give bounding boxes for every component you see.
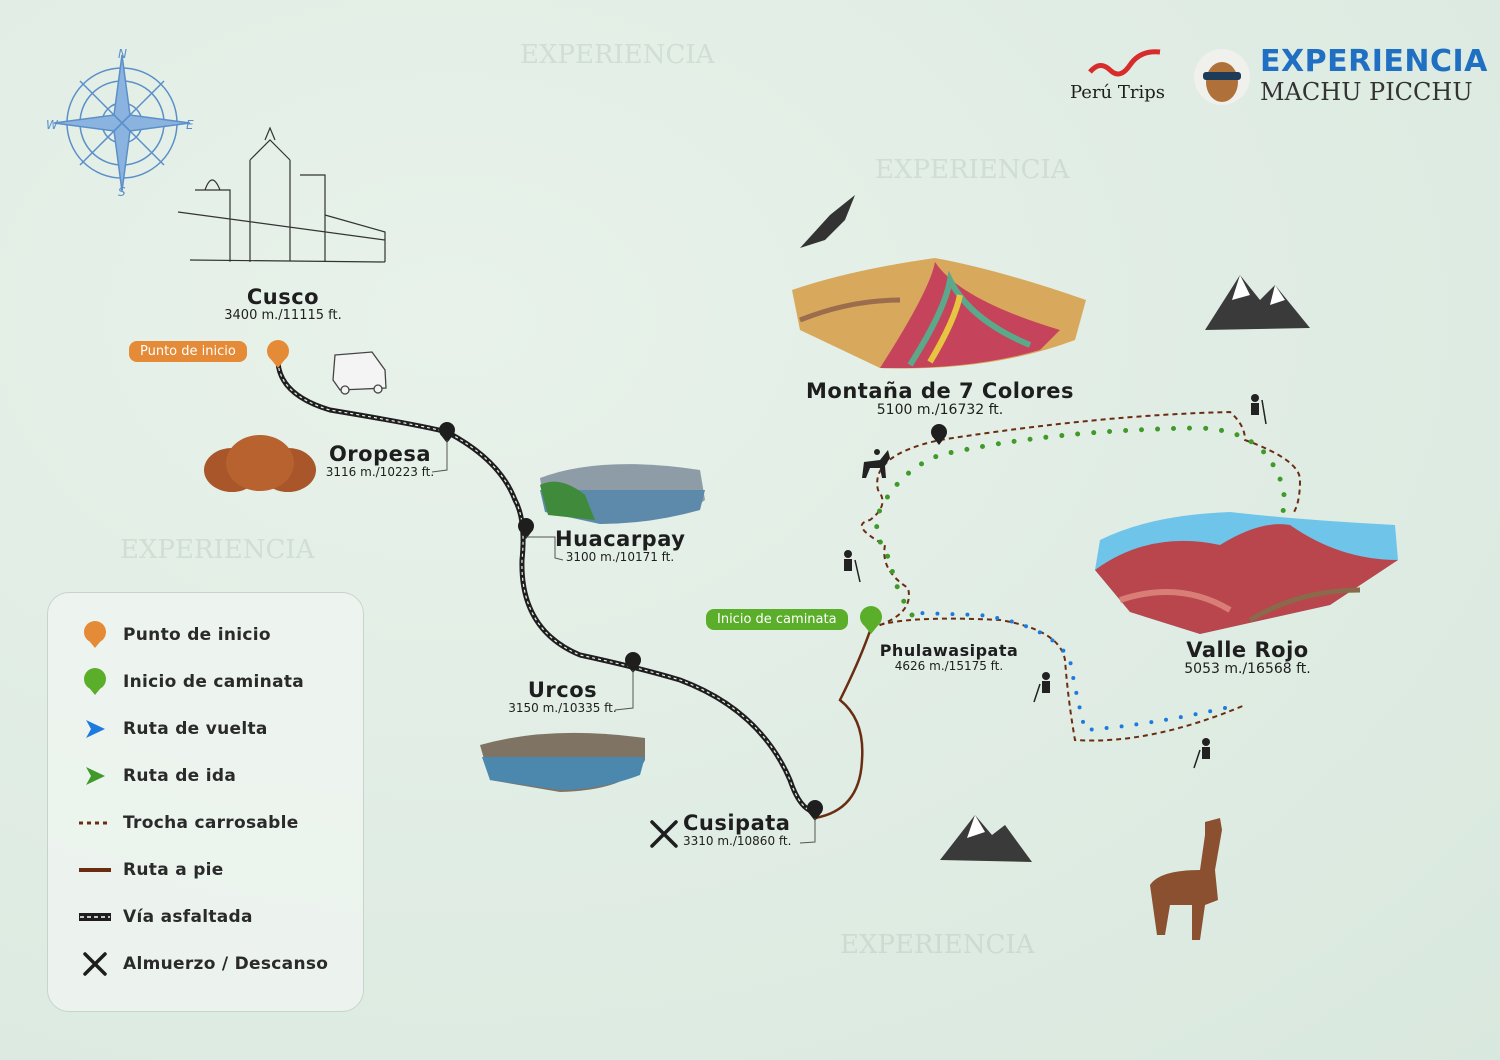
orange-pin-icon	[78, 620, 112, 650]
green-pin-icon	[78, 667, 112, 697]
legend-label: Vía asfaltada	[123, 907, 253, 927]
horse-rider-icon	[862, 449, 890, 478]
legend-item: Ruta de ida	[78, 761, 236, 791]
legend-label: Ruta de vuelta	[123, 719, 268, 739]
start-point-pin	[267, 340, 289, 368]
hiker-icon	[1251, 394, 1267, 425]
legend-item: Vía asfaltada	[78, 902, 253, 932]
road-line-icon	[78, 902, 112, 932]
blue-arrow-icon	[78, 714, 112, 744]
start-point-badge: Punto de inicio	[129, 341, 247, 362]
walking-route	[814, 627, 873, 820]
legend-label: Ruta de ida	[123, 766, 237, 786]
legend-label: Almuerzo / Descanso	[123, 954, 329, 974]
trek-start-pin	[860, 606, 882, 634]
watermark: EXPERIENCIA	[840, 930, 1035, 960]
hiker-icon	[1033, 672, 1050, 703]
hiker-icon	[1193, 738, 1210, 769]
watermark: EXPERIENCIA	[875, 155, 1070, 185]
stop-pin-huacarpay	[518, 518, 534, 539]
cutlery-icon	[650, 820, 678, 848]
chuta-bread-image	[204, 435, 316, 492]
cutlery-icon	[78, 949, 112, 979]
legend-label: Punto de inicio	[123, 625, 271, 645]
watermark: EXPERIENCIA	[120, 535, 315, 565]
stop-pin-oropesa	[439, 422, 455, 443]
cusco-cathedral-icon	[177, 126, 386, 263]
legend-item: Ruta de vuelta	[78, 714, 268, 744]
compass-icon	[53, 54, 191, 192]
watermark: EXPERIENCIA	[520, 40, 715, 70]
peru-trips-logo: Perú Trips	[1070, 82, 1166, 103]
stop-pin-cusipata	[807, 800, 823, 821]
dirt-track	[870, 617, 1246, 742]
legend-item: Punto de inicio	[78, 620, 271, 650]
brown-line-icon	[78, 855, 112, 885]
llama-logo-icon	[1194, 49, 1250, 105]
compass-n: N	[118, 47, 127, 61]
dirt-track	[860, 410, 1302, 629]
compass-s: S	[118, 185, 126, 199]
rainbow-mountain-image	[792, 258, 1086, 369]
trek-start-badge: Inicio de caminata	[706, 609, 848, 630]
map-legend: Punto de inicio Inicio de caminata Ruta …	[47, 592, 364, 1012]
urcos-lagoon-image	[480, 732, 645, 792]
compass-e: E	[186, 118, 194, 132]
legend-label: Inicio de caminata	[123, 672, 305, 692]
snake-logo-icon	[1088, 49, 1161, 77]
outbound-route-arrows	[874, 425, 1287, 618]
snowy-mountain-icon	[1205, 275, 1310, 330]
legend-item: Almuerzo / Descanso	[78, 949, 328, 979]
legend-label: Trocha carrosable	[123, 813, 299, 833]
legend-item: Inicio de caminata	[78, 667, 304, 697]
huacarpay-lagoon-image	[540, 464, 705, 524]
return-route-arrows	[916, 611, 1227, 733]
stop-pin-montana	[931, 424, 947, 445]
dotted-line-icon	[78, 808, 112, 838]
legend-item: Trocha carrosable	[78, 808, 299, 838]
stop-pin-urcos	[625, 652, 641, 673]
legend-label: Ruta a pie	[123, 860, 224, 880]
compass-w: W	[46, 118, 59, 132]
green-arrow-icon	[78, 761, 112, 791]
brand-logo-line2: MACHU PICCHU	[1260, 78, 1473, 106]
snowy-mountain-icon	[940, 815, 1032, 862]
brand-logo-line1: EXPERIENCIA	[1260, 44, 1488, 79]
hiker-icon	[844, 550, 861, 583]
legend-item: Ruta a pie	[78, 855, 224, 885]
condor-icon	[800, 195, 855, 248]
van-icon	[332, 351, 387, 395]
red-valley-image	[1095, 512, 1398, 634]
llama-icon	[1150, 818, 1222, 940]
